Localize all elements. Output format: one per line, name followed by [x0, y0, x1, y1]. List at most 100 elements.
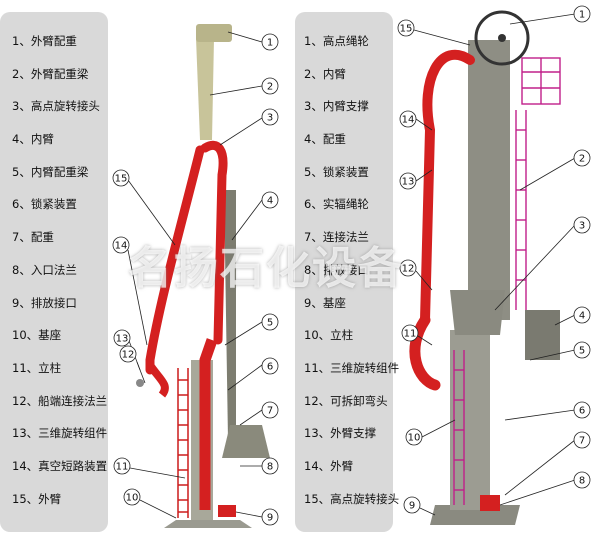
callout-number: 11 — [116, 462, 129, 473]
left-riser-pipe — [199, 338, 218, 510]
left-legend-separator: 、 — [26, 491, 39, 506]
right-legend-item: 13、外臂支撑 — [304, 423, 399, 456]
right-legend-item: 5、锁紧装置 — [304, 162, 399, 195]
callout-number: 1 — [267, 38, 273, 49]
left-legend-separator: 、 — [26, 426, 39, 441]
right-legend-number: 6 — [304, 197, 312, 212]
callout-number: 14 — [402, 115, 415, 126]
callout-number: 6 — [579, 406, 585, 417]
right-inner-arm-support — [450, 290, 505, 335]
left-legend-item: 6、锁紧装置 — [12, 194, 107, 227]
left-legend-separator: 、 — [19, 34, 31, 48]
left-legend-label: 内臂配重梁 — [30, 164, 89, 179]
callout-number: 3 — [267, 113, 273, 124]
right-legend-separator: 、 — [318, 360, 331, 375]
left-legend-separator: 、 — [19, 132, 31, 147]
right-legend-item: 2、内臂 — [304, 64, 399, 97]
callout-number: 9 — [267, 513, 273, 524]
callout-number: 9 — [409, 501, 415, 512]
right-legend-label: 锁紧装置 — [322, 164, 369, 179]
left-legend-number: 3 — [12, 99, 20, 114]
left-drain-port — [218, 505, 236, 517]
right-callout-circles — [397, 5, 591, 514]
left-legend-separator: 、 — [19, 295, 31, 310]
left-legend-label: 立柱 — [38, 360, 62, 375]
right-legend-label: 实辐绳轮 — [322, 197, 369, 212]
right-legend-label: 内臂支撑 — [322, 99, 369, 114]
left-legend-panel — [0, 12, 108, 532]
right-legend-separator: 、 — [311, 34, 323, 48]
left-legend-item: 12、船端连接法兰 — [12, 391, 107, 424]
left-legend-label: 内臂 — [30, 132, 54, 147]
right-legend-label: 连接法兰 — [322, 230, 369, 245]
callout-number: 11 — [404, 329, 417, 340]
right-legend-separator: 、 — [318, 426, 331, 441]
right-legend-separator: 、 — [318, 491, 331, 506]
left-legend-label: 外臂配重 — [30, 34, 77, 48]
callout-number: 13 — [116, 334, 129, 345]
left-legend-item: 8、入口法兰 — [12, 260, 107, 293]
callout-number: 5 — [579, 346, 585, 357]
left-legend-label: 三维旋转组件 — [38, 426, 108, 441]
right-legend-panel — [295, 12, 393, 532]
right-legend-separator: 、 — [318, 458, 331, 473]
left-legend-separator: 、 — [26, 360, 39, 375]
left-legend-separator: 、 — [19, 197, 31, 212]
right-legend-label: 高点绳轮 — [322, 34, 369, 48]
left-legend-number: 4 — [12, 132, 20, 147]
left-swivel-assembly — [146, 362, 169, 398]
right-legend-label: 外臂支撑 — [330, 426, 377, 441]
left-legend-label: 配重 — [30, 230, 54, 245]
right-legend-number: 9 — [304, 295, 312, 310]
right-legend-label: 内臂 — [322, 66, 346, 81]
callout-number: 12 — [122, 350, 135, 361]
left-legend-item: 11、立柱 — [12, 358, 107, 391]
left-legend-label: 入口法兰 — [30, 262, 77, 277]
left-legend-separator: 、 — [19, 99, 31, 114]
right-drain-port — [480, 495, 500, 511]
left-legend-label: 锁紧装置 — [30, 197, 77, 212]
left-legend-item: 1、外臂配重 — [12, 31, 107, 64]
left-counterweight — [222, 425, 270, 458]
right-legend-separator: 、 — [318, 393, 331, 408]
right-column — [450, 330, 490, 510]
right-legend-number: 2 — [304, 66, 312, 81]
right-leader-lines — [413, 13, 576, 516]
right-outer-arm — [420, 49, 475, 325]
left-legend-number: 1 — [12, 34, 20, 48]
right-legend-separator: 、 — [311, 230, 323, 245]
right-legend-item: 14、外臂 — [304, 456, 399, 489]
right-legend-item: 1、高点绳轮 — [304, 31, 399, 64]
right-high-sheave — [474, 10, 530, 66]
left-legend-separator: 、 — [19, 262, 31, 277]
callout-number: 15 — [115, 174, 128, 185]
left-legend-item: 5、内臂配重梁 — [12, 162, 107, 195]
right-legend-separator: 、 — [311, 197, 323, 212]
callout-number: 2 — [267, 82, 273, 93]
right-legend-number: 15 — [304, 491, 319, 506]
right-legend-label: 高点旋转接头 — [330, 491, 400, 506]
left-legend-label: 基座 — [38, 328, 62, 343]
watermark: 名扬石化设备 — [128, 243, 404, 294]
callout-number: 12 — [402, 264, 415, 275]
left-legend-item: 10、基座 — [12, 325, 107, 358]
left-base — [164, 520, 252, 528]
left-pipe-upper — [200, 140, 228, 345]
callout-number: 7 — [267, 406, 273, 417]
left-legend-number: 8 — [12, 262, 20, 277]
left-legend-label: 高点旋转接头 — [30, 99, 100, 114]
left-legend-number: 9 — [12, 295, 20, 310]
right-legend-number: 11 — [304, 360, 319, 375]
right-legend-label: 可拆卸弯头 — [330, 393, 388, 408]
right-legend-label: 基座 — [322, 295, 346, 310]
right-legend-item: 6、实辐绳轮 — [304, 194, 399, 227]
left-legend-number: 11 — [12, 360, 27, 375]
right-legend-item: 12、可拆卸弯头 — [304, 391, 399, 424]
right-legend-item: 8、排放接口 — [304, 260, 399, 293]
right-legend-number: 1 — [304, 34, 312, 48]
